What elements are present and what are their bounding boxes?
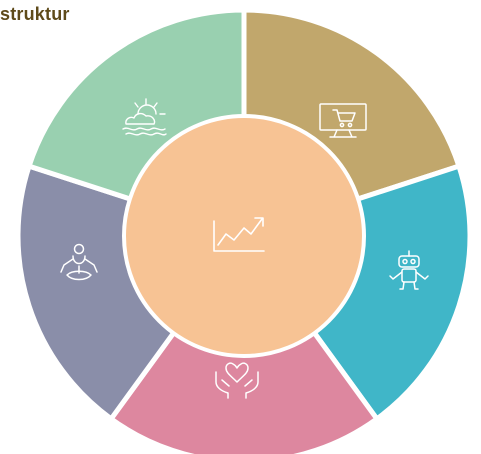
- center-circle: [122, 114, 366, 358]
- shopping-cart-monitor-icon: [319, 103, 367, 138]
- sun-cloud-waves-icon: [122, 98, 167, 136]
- meditation-icon: [60, 243, 98, 281]
- heart-hands-icon: [215, 362, 259, 399]
- diagram-title: struktur: [0, 4, 70, 24]
- robot-icon: [389, 250, 429, 290]
- growth-chart-icon: [213, 217, 265, 252]
